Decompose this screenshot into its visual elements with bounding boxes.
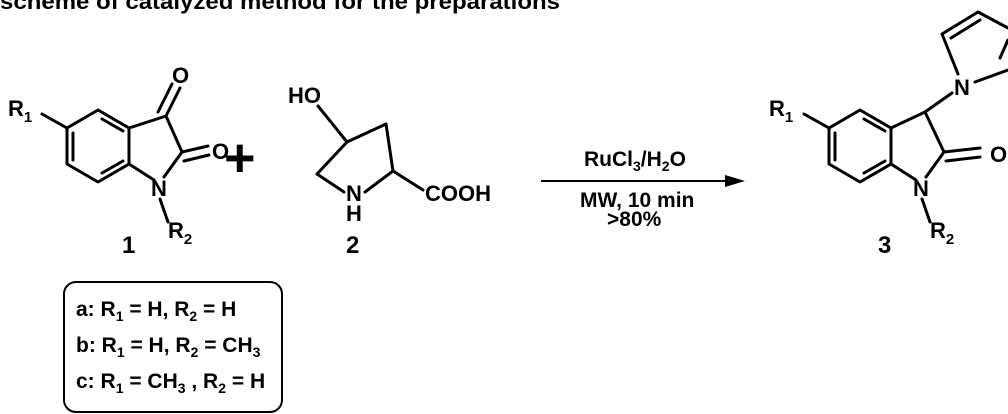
compound-2-nitrogen: N: [346, 181, 362, 206]
header-title-fragment: scheme of catalyzed method for the prepa…: [0, 0, 560, 14]
compound-1-oxygen-right: O: [212, 139, 229, 164]
compound-3-pyrrole-double: [998, 38, 1008, 60]
compound-3-pyrrole-double: [949, 18, 982, 40]
compound-2-nitrogen-h: H: [346, 201, 362, 226]
compound-2-c2-n-bond: [363, 169, 395, 194]
compound-3-r2-bond: [920, 197, 932, 224]
compound-1-co3-bond: [164, 86, 182, 118]
compound-1-structure: [40, 82, 211, 224]
compound-3-pyrrole-bond: [973, 68, 1008, 84]
compound-3-pyrrole-bond: [940, 32, 960, 76]
compound-1-c3-bond: [127, 114, 168, 130]
compound-3-pyrrole-nitrogen: N: [954, 75, 970, 100]
compound-2-c5-c4-bond: [315, 140, 349, 176]
plus-sign: +: [224, 128, 256, 188]
compound-2-structure: [315, 104, 425, 194]
compound-1-number: 1: [122, 232, 135, 259]
conditions-catalyst: RuCl3/H2O: [584, 148, 686, 174]
compound-1-c2-n-bond: [162, 150, 184, 179]
reaction-arrow-head: [725, 175, 745, 187]
compound-1-r1-bond: [40, 112, 69, 130]
compound-3-co-double: [944, 155, 982, 163]
compound-3-pyrrole-bond: [976, 10, 1008, 30]
compound-3-c2-c3-bond: [923, 110, 946, 154]
compound-3-oxygen-cut: O: [990, 142, 1007, 167]
compound-1-c2-c3-bond: [164, 114, 184, 154]
legend-row-b: b: R1 = H, R2 = CH3: [76, 334, 261, 360]
compound-3-ring-nitrogen: N: [913, 176, 929, 201]
compound-3-aromatic-bond: [862, 159, 887, 175]
compound-3-c3-bond: [889, 110, 927, 130]
compound-2-number: 2: [346, 232, 359, 259]
compound-3-co-bond: [942, 146, 982, 154]
compound-3-r2-label: R2: [930, 218, 954, 248]
compound-1-r2-bond: [158, 197, 170, 224]
compound-3-c3-pyrrole-bond: [923, 91, 954, 114]
compound-3-pyrrole-bond: [940, 10, 980, 36]
compound-1-co2-double: [182, 153, 211, 163]
compound-2-carboxyl: COOH: [425, 181, 491, 206]
compound-1-r1-label: R1: [8, 96, 32, 126]
compound-2-hydroxyl-bond: [316, 104, 349, 144]
compound-3-r1-bond: [802, 112, 831, 130]
compound-2-c4-c3-bond: [345, 122, 388, 144]
compound-1-nitrogen: N: [151, 176, 167, 201]
compound-1-aromatic-bond: [100, 117, 125, 133]
compound-1-co3-double: [156, 82, 174, 114]
legend-row-c: c: R1 = CH3 , R2 = H: [76, 370, 265, 396]
compound-2-carboxyl-bond: [391, 169, 425, 192]
legend-row-a: a: R1 = H, R2 = H: [76, 298, 236, 324]
conditions-yield: >80%: [607, 208, 662, 231]
compound-3-c2-n-bond: [924, 150, 946, 179]
compound-1-r2-label: R2: [168, 218, 192, 248]
compound-1-n-c7a-bond: [127, 162, 156, 182]
substituent-legend-box: [63, 281, 283, 413]
compound-1-co2-bond: [180, 144, 210, 154]
compound-1-benzene-ring: [65, 108, 131, 184]
compound-1-aromatic-bond: [100, 159, 125, 175]
compound-3-structure: [802, 10, 1008, 224]
compound-3-n-c7a-bond: [889, 162, 918, 182]
compound-3-r1-label: R1: [769, 96, 793, 126]
compound-3-benzene-ring: [827, 108, 893, 184]
compound-3-aromatic-bond: [862, 117, 887, 133]
compound-1-oxygen-top: O: [172, 63, 189, 88]
compound-2-hydroxyl: HO: [288, 83, 321, 108]
conditions-energy-time: MW, 10 min: [580, 189, 694, 212]
compound-2-c3-c2-bond: [384, 122, 395, 173]
compound-2-n-c5-bond: [315, 172, 346, 194]
compound-3-number: 3: [878, 232, 891, 259]
